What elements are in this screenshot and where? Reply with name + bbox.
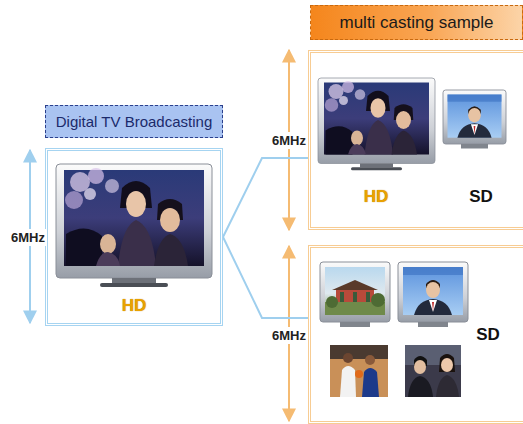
bandwidth-label: 6MHz [9,229,47,246]
channel-split-line [223,237,308,318]
channel-frame: HD [45,148,223,326]
title-tag: multi casting sample [310,5,523,40]
bandwidth-label: 6MHz [270,132,308,149]
channel-split-line [223,158,308,237]
format-label: HD [364,187,389,207]
format-label: HD [122,296,147,316]
format-label: SD [469,187,493,207]
title-tag: Digital TV Broadcasting [45,105,223,138]
heading-text: Digital TV Broadcasting [56,113,212,130]
bandwidth-label: 6MHz [270,327,308,344]
channel-frame: SD [308,245,523,424]
heading-text: multi casting sample [339,13,493,33]
format-label: SD [476,325,500,345]
channel-frame: HD SD [308,50,523,230]
